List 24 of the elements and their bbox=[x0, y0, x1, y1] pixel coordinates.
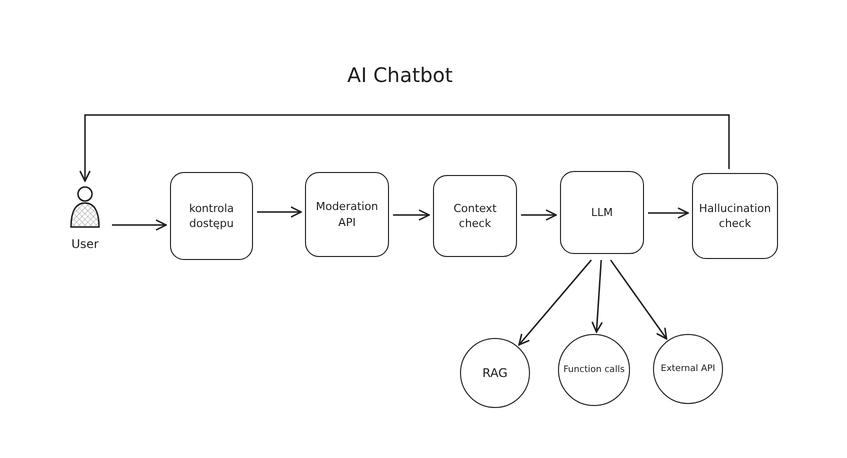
arrow bbox=[648, 207, 689, 219]
process-box bbox=[305, 172, 389, 257]
arrow bbox=[591, 260, 603, 333]
arrow bbox=[112, 219, 167, 231]
node-label: RAG bbox=[482, 364, 508, 382]
node-label: User bbox=[71, 236, 99, 253]
arrow bbox=[257, 206, 302, 218]
arrow bbox=[79, 114, 730, 182]
node-label: External API bbox=[660, 362, 716, 376]
node-label: kontrola dostępu bbox=[188, 200, 235, 232]
process-box bbox=[692, 173, 778, 259]
node-label: Function calls bbox=[563, 364, 625, 376]
node-label: Context check bbox=[452, 200, 498, 232]
node-label: Hallucination check bbox=[698, 200, 772, 232]
process-box bbox=[433, 175, 517, 257]
arrow bbox=[521, 209, 557, 221]
process-box bbox=[170, 172, 253, 260]
process-box bbox=[560, 171, 644, 254]
arrow bbox=[393, 209, 430, 221]
arrow bbox=[518, 260, 592, 346]
arrow bbox=[610, 260, 668, 340]
node-label: Moderation API bbox=[314, 199, 380, 230]
diagram-title: AI Chatbot bbox=[346, 62, 454, 89]
node-label: LLM bbox=[591, 204, 613, 220]
